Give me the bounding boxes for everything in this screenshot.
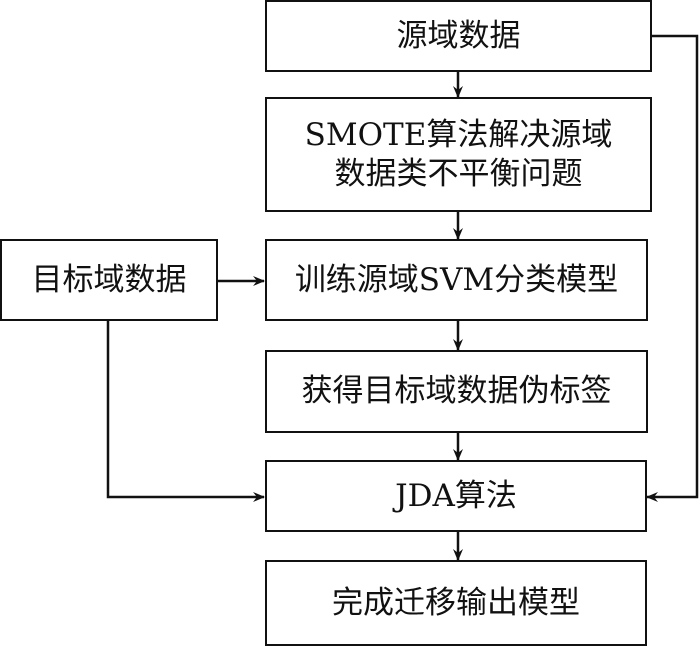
edge-source-jda	[646, 34, 699, 502]
node-label: 源域数据	[396, 17, 521, 54]
node-label-line-1: SMOTE算法解决源域	[304, 116, 613, 153]
node-label: 训练源域SVM分类模型	[294, 261, 619, 298]
edge-target-jda	[106, 320, 265, 502]
node-label-line-2: 数据类不平衡问题	[334, 155, 583, 192]
node-label: 完成迁移输出模型	[332, 584, 580, 621]
node-target-data: 目标域数据	[0, 239, 218, 321]
node-label: JDA算法	[395, 477, 517, 514]
node-output-model: 完成迁移输出模型	[265, 560, 647, 646]
node-jda: JDA算法	[265, 460, 647, 532]
node-label: 目标域数据	[31, 261, 187, 298]
node-source-data: 源域数据	[265, 0, 652, 72]
node-pseudo-labels: 获得目标域数据伪标签	[265, 350, 648, 433]
node-smote: SMOTE算法解决源域 数据类不平衡问题	[265, 97, 652, 212]
node-train-svm: 训练源域SVM分类模型	[265, 239, 648, 321]
node-label: 获得目标域数据伪标签	[301, 373, 612, 410]
